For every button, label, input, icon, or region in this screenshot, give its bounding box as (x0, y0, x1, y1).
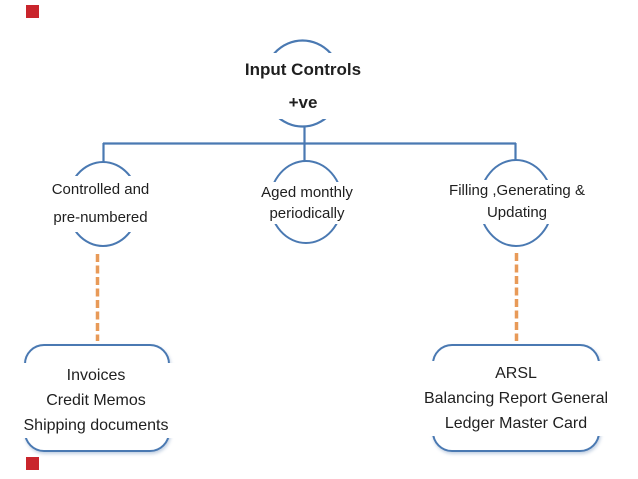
output-label-line: Ledger Master Card (444, 415, 588, 432)
root-node: Input Controls +ve (218, 53, 388, 119)
output-label-line: Credit Memos (46, 392, 146, 409)
output-label-line: ARSL (495, 365, 537, 382)
root-node-title: Input Controls (244, 60, 362, 79)
output-label-line: Shipping documents (23, 417, 169, 434)
root-node-subtitle: +ve (288, 93, 318, 112)
branch-node-filling: Filling ,Generating & Updating (420, 180, 614, 224)
branch-label-line: periodically (269, 205, 345, 222)
output-label-line: Invoices (66, 367, 126, 384)
branch-label-line: Filling ,Generating & (449, 182, 585, 199)
red-corner-marker-top (26, 5, 39, 18)
branch-label-line: pre-numbered (53, 209, 148, 226)
branch-label-line: Aged monthly (261, 184, 353, 201)
red-corner-marker-bottom (26, 457, 39, 470)
output-box-documents-label: Invoices Credit Memos Shipping documents (12, 363, 180, 438)
output-box-reports-label: ARSL Balancing Report General Ledger Mas… (410, 361, 622, 436)
branch-node-controlled: Controlled and pre-numbered (18, 176, 183, 232)
branch-label-line: Updating (486, 204, 548, 221)
branch-label-line: Controlled and (51, 181, 150, 198)
output-label-line: Balancing Report General (423, 390, 609, 407)
branch-node-aged: Aged monthly periodically (240, 182, 374, 224)
